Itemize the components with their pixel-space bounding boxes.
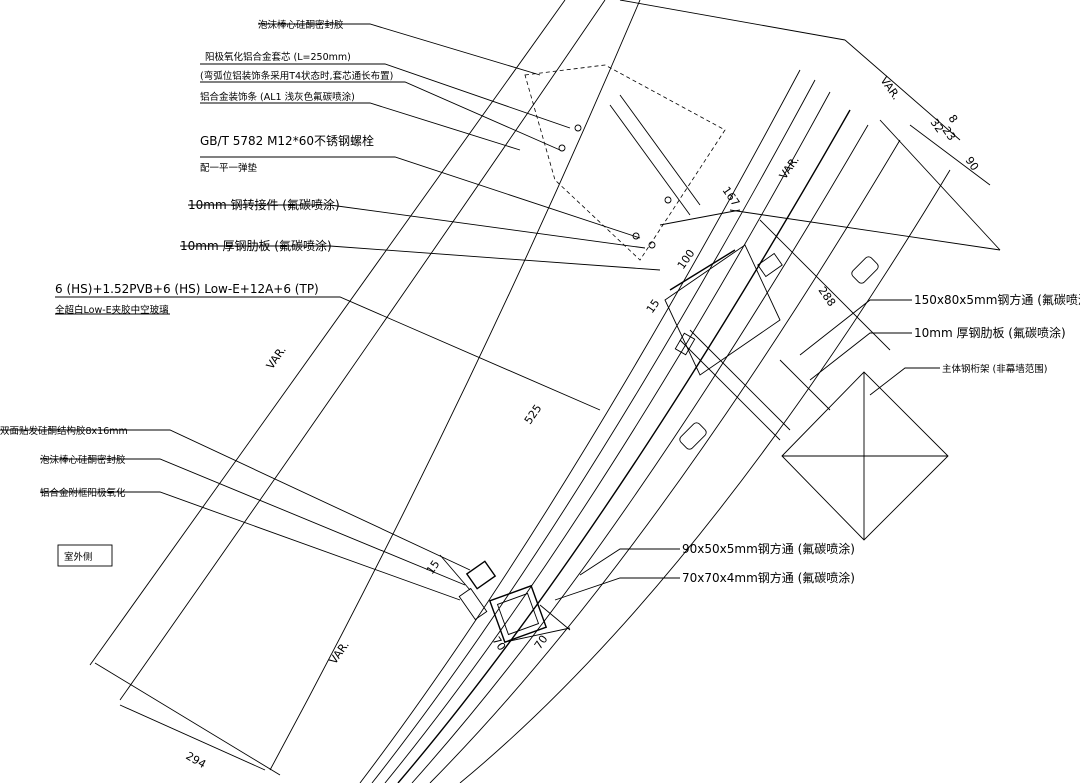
dim-294: 294 bbox=[184, 749, 209, 771]
dimension-lines bbox=[94, 0, 991, 776]
label-foam-rod-sealant-bottom: 泡沫棒心硅酮密封胶 bbox=[40, 454, 126, 466]
label-aluminum-core: 阳极氧化铝合金套芯 (L=250mm) bbox=[205, 51, 351, 63]
outdoor-box bbox=[57, 544, 113, 567]
dim-15-upper: 15 bbox=[644, 297, 663, 316]
label-main-truss: 主体钢桁架 (非幕墙范围) bbox=[942, 363, 1047, 375]
main-steel-truss bbox=[781, 371, 949, 541]
curved-wall-lines bbox=[89, 0, 951, 783]
steel-connector-assembly bbox=[664, 119, 1001, 450]
dim-525: 525 bbox=[522, 402, 545, 427]
dim-288: 288 bbox=[816, 284, 839, 309]
label-structural-sealant: 双面贴发硅酮结构胶8x16mm bbox=[0, 425, 128, 437]
dim-15-lower: 15 bbox=[424, 558, 443, 577]
label-steel-rib-left: 10mm 厚钢肋板 (氟碳喷涂) bbox=[180, 238, 332, 253]
label-aluminum-strip: 铝合金装饰条 (AL1 浅灰色氟碳喷涂) bbox=[200, 91, 355, 103]
label-steel-tube-90: 90x50x5mm钢方通 (氟碳喷涂) bbox=[682, 541, 855, 556]
dim-100: 100 bbox=[675, 247, 698, 272]
lower-frame-assembly bbox=[439, 554, 548, 644]
left-leader-lines bbox=[0, 23, 661, 601]
label-bolt: GB/T 5782 M12*60不锈钢螺栓 bbox=[200, 133, 374, 148]
label-steel-tube-70: 70x70x4mm钢方通 (氟碳喷涂) bbox=[682, 570, 855, 585]
dim-var-bottom: VAR. bbox=[327, 639, 352, 667]
label-steel-rib-right: 10mm 厚钢肋板 (氟碳喷涂) bbox=[914, 325, 1066, 340]
dim-var-top: VAR. bbox=[878, 74, 903, 102]
dim-var-mid: VAR. bbox=[777, 154, 802, 182]
dim-8: 8 bbox=[946, 112, 961, 125]
label-foam-rod-sealant-top: 泡沫棒心硅酮密封胶 bbox=[258, 19, 344, 31]
dim-167: 167 bbox=[720, 184, 743, 209]
label-outdoor-side: 室外侧 bbox=[64, 551, 93, 563]
dim-var-left: VAR. bbox=[264, 344, 289, 372]
label-aluminum-subframe: 铝合金附框阳极氧化 bbox=[40, 487, 126, 499]
dim-70-a: 70 bbox=[490, 634, 509, 653]
label-glass-spec: 6 (HS)+1.52PVB+6 (HS) Low-E+12A+6 (TP) bbox=[55, 282, 319, 296]
label-washer: 配一平一弹垫 bbox=[200, 162, 258, 174]
label-steel-connector: 10mm 钢转接件 (氟碳喷涂) bbox=[188, 197, 340, 212]
dim-90: 90 bbox=[963, 154, 982, 173]
label-steel-tube-150: 150x80x5mm钢方通 (氟碳喷涂) bbox=[914, 292, 1080, 307]
decorative-strip-panel bbox=[524, 64, 726, 261]
label-core-note: (弯弧位铝装饰条采用T4状态时,套芯通长布置) bbox=[200, 70, 393, 82]
label-glass-type: 全超白Low-E夹胶中空玻璃 bbox=[55, 304, 169, 316]
right-leader-lines bbox=[554, 299, 940, 601]
